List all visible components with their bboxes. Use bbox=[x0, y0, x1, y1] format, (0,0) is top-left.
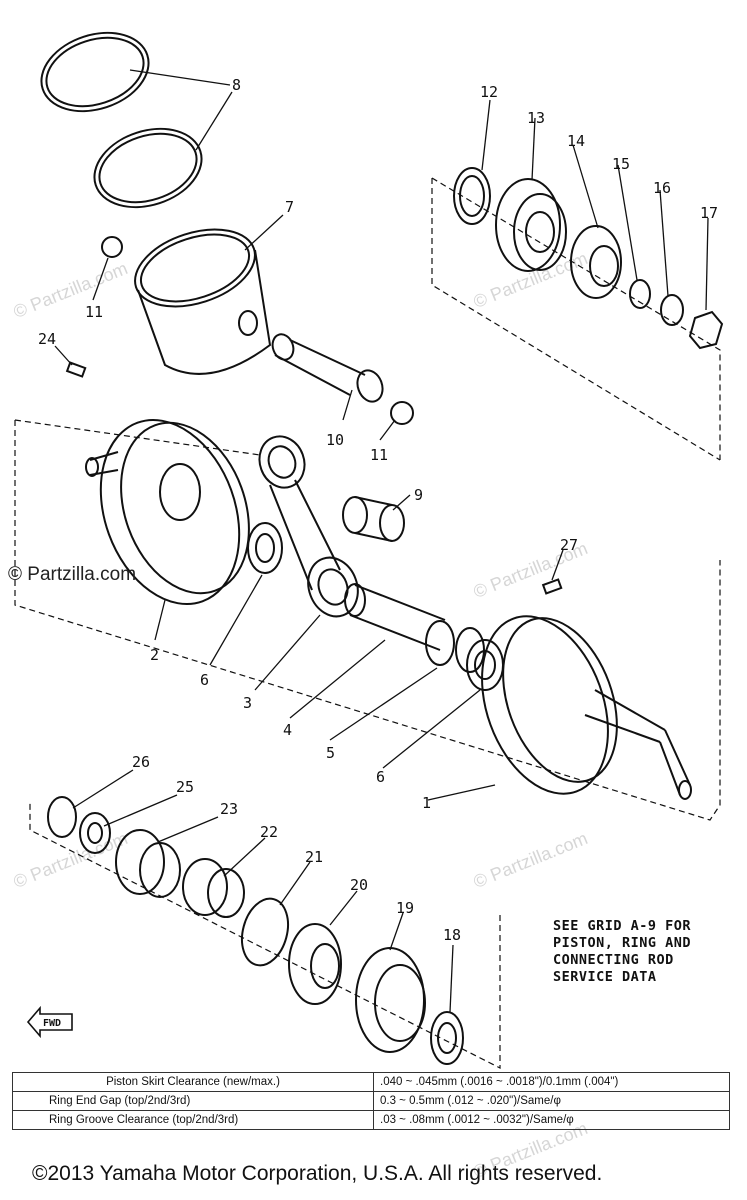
callout-7: 7 bbox=[285, 198, 294, 216]
crank-wheel-right bbox=[481, 615, 692, 800]
leader-lines bbox=[54, 69, 709, 1013]
crank-pin bbox=[344, 583, 446, 651]
table-row: Ring Groove Clearance (top/2nd/3rd) .03 … bbox=[12, 1110, 730, 1130]
callout-22: 22 bbox=[260, 823, 278, 841]
shim-12 bbox=[453, 167, 491, 225]
callout-10: 10 bbox=[326, 431, 344, 449]
callout-23: 23 bbox=[220, 800, 238, 818]
callout-4: 4 bbox=[283, 721, 292, 739]
big-end-bearing bbox=[425, 620, 485, 673]
callout-27: 27 bbox=[560, 536, 578, 554]
callout-21: 21 bbox=[305, 848, 323, 866]
callout-17: 17 bbox=[700, 204, 718, 222]
partzilla-watermark: © Partzilla.com bbox=[8, 564, 137, 585]
oil-seal-14 bbox=[570, 225, 622, 299]
callout-12: 12 bbox=[480, 83, 498, 101]
callout-24: 24 bbox=[38, 330, 56, 348]
spec-label: Ring Groove Clearance (top/2nd/3rd) bbox=[12, 1110, 374, 1130]
piston bbox=[134, 228, 272, 375]
clip-right bbox=[390, 401, 414, 425]
callout-18: 18 bbox=[443, 926, 461, 944]
note-line: PISTON, RING AND bbox=[553, 935, 692, 951]
callout-2: 2 bbox=[150, 646, 159, 664]
assembly-box-outline bbox=[14, 177, 721, 1069]
callout-8: 8 bbox=[232, 76, 241, 94]
oil-seal-20 bbox=[288, 923, 342, 1005]
nut-26 bbox=[47, 796, 77, 838]
gear-23 bbox=[115, 829, 181, 898]
fwd-arrow-icon: FWD bbox=[26, 1005, 73, 1039]
note-line: CONNECTING ROD bbox=[553, 952, 674, 968]
spec-label: Piston Skirt Clearance (new/max.) bbox=[12, 1072, 374, 1092]
callout-16: 16 bbox=[653, 179, 671, 197]
callout-9: 9 bbox=[414, 486, 423, 504]
spec-value: 0.3 ~ 0.5mm (.012 ~ .020")/Same/φ bbox=[373, 1091, 730, 1111]
spec-table: Piston Skirt Clearance (new/max.) .040 ~… bbox=[12, 1072, 730, 1130]
callout-14: 14 bbox=[567, 132, 585, 150]
collar-22 bbox=[182, 858, 245, 918]
spec-value: .03 ~ .08mm (.0012 ~ .0032")/Same/φ bbox=[373, 1110, 730, 1130]
o-ring-21 bbox=[240, 897, 290, 967]
lock-washer-16 bbox=[660, 294, 684, 326]
callout-6: 6 bbox=[376, 768, 385, 786]
note-line: SERVICE DATA bbox=[553, 969, 657, 985]
callout-5: 5 bbox=[326, 744, 335, 762]
washer-25 bbox=[79, 812, 111, 854]
washer-15 bbox=[629, 279, 651, 309]
callout-11: 11 bbox=[370, 446, 388, 464]
crank-wheel-left bbox=[85, 419, 250, 605]
piston-rings bbox=[40, 31, 203, 209]
callout-20: 20 bbox=[350, 876, 368, 894]
callout-15: 15 bbox=[612, 155, 630, 173]
bearing-13 bbox=[495, 178, 561, 272]
callout-labels: 1 2 3 4 5 6 6 7 8 9 10 11 11 12 13 14 15… bbox=[38, 76, 718, 944]
callout-19: 19 bbox=[396, 899, 414, 917]
callout-3: 3 bbox=[243, 694, 252, 712]
nut-17 bbox=[688, 310, 724, 350]
key-24 bbox=[65, 361, 87, 378]
callout-26: 26 bbox=[132, 753, 150, 771]
callout-1: 1 bbox=[422, 794, 431, 812]
shim-18 bbox=[430, 1011, 464, 1065]
spec-value: .040 ~ .045mm (.0016 ~ .0018")/0.1mm (.0… bbox=[373, 1072, 730, 1092]
note-line: SEE GRID A-9 FOR bbox=[553, 918, 692, 934]
fwd-label: FWD bbox=[43, 1018, 61, 1029]
thrust-washer-left bbox=[247, 522, 283, 574]
service-data-note: SEE GRID A-9 FOR PISTON, RING AND CONNEC… bbox=[553, 918, 723, 986]
piston-pin bbox=[271, 333, 384, 403]
callout-6: 6 bbox=[200, 671, 209, 689]
thrust-washer-right bbox=[466, 639, 504, 691]
table-row: Piston Skirt Clearance (new/max.) .040 ~… bbox=[12, 1072, 730, 1092]
clip-left bbox=[101, 236, 123, 258]
callout-13: 13 bbox=[527, 109, 545, 127]
table-row: Ring End Gap (top/2nd/3rd) 0.3 ~ 0.5mm (… bbox=[12, 1091, 730, 1111]
copyright-footer: ©2013 Yamaha Motor Corporation, U.S.A. A… bbox=[32, 1162, 603, 1185]
connecting-rod bbox=[258, 435, 359, 618]
callout-25: 25 bbox=[176, 778, 194, 796]
small-end-bearing bbox=[342, 496, 405, 542]
callout-11: 11 bbox=[85, 303, 103, 321]
spec-label: Ring End Gap (top/2nd/3rd) bbox=[12, 1091, 374, 1111]
key-27 bbox=[541, 578, 563, 595]
